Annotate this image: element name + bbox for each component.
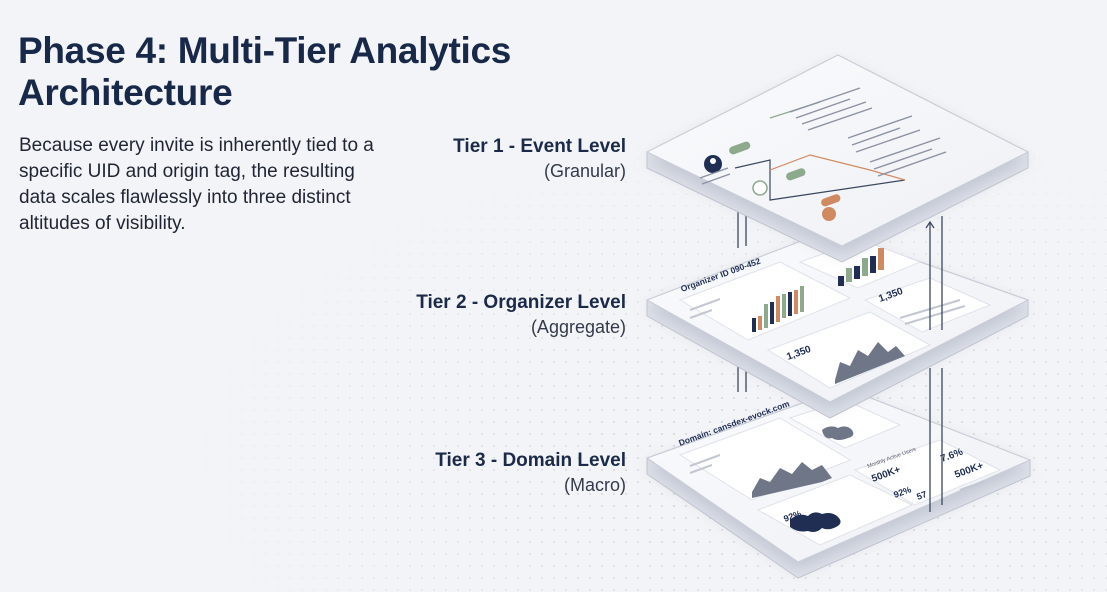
tier-2-area-chart (835, 342, 905, 384)
tier-3-panel-kpi (853, 439, 1002, 506)
tier-3-layer: Domain: cansdex-evock.com Monthly Active… (645, 387, 1032, 579)
tier-3-area-chart (752, 462, 832, 498)
status-pill-green (729, 141, 751, 155)
tier-1-sub: (Granular) (543, 161, 626, 181)
tier-1-name: Tier 1 - Event Level (453, 136, 626, 157)
tier-2-bar (776, 296, 780, 322)
tier-2-panel-kpi (863, 277, 992, 333)
tier-2-top-bar (862, 258, 868, 276)
tier-2-panel-area (766, 311, 932, 389)
status-pill-orange (821, 194, 841, 207)
tier-2-label: Tier 2 - Organizer Level (Aggregate) (416, 291, 626, 339)
tier-1-label: Tier 1 - Event Level (Granular) (453, 135, 626, 183)
tier-2-top-bar (878, 248, 884, 270)
tier-1-slab-top (645, 54, 1030, 247)
tier-3-panel-chart (678, 417, 852, 501)
tier-2-bar (788, 292, 792, 316)
check-in-icon (752, 180, 768, 196)
tier-3-label: Tier 3 - Domain Level (Macro) (435, 449, 626, 497)
tier-2-top-bar (854, 266, 860, 279)
tier-3-sub: (Macro) (564, 475, 626, 495)
tier-2-bar (764, 304, 768, 328)
tier-2-top-bar (846, 268, 852, 282)
tier-2-bar (770, 302, 774, 324)
tier-3-world-map-top (822, 426, 854, 440)
tier-2-slab-top (645, 229, 1030, 403)
tier-2-layer: Organizer ID 090-452 1,350 1,350 (645, 229, 1030, 419)
tier-2-top-bar-chart (838, 248, 884, 286)
tier-2-bar (782, 294, 786, 318)
tier-3-name: Tier 3 - Domain Level (435, 450, 626, 471)
status-pill-green-2 (786, 168, 806, 181)
user-avatar-head (710, 158, 716, 164)
response-icon (822, 207, 836, 221)
tier-1-layer (645, 54, 1030, 263)
tier-2-top-bar (838, 276, 844, 286)
tier-2-top-bar (870, 256, 876, 273)
tier-1-json-lines (699, 87, 947, 185)
tier-2-bar (794, 290, 798, 314)
tier-2-bar (752, 318, 756, 332)
tier-3-placeholder-lines (689, 454, 986, 491)
slide-body: Because every invite is inherently tied … (19, 135, 374, 234)
tier-2-panel-bars (678, 261, 852, 341)
tier-3-small-value: 57 (915, 489, 928, 502)
slide-title-line2: Architecture (18, 72, 233, 113)
tier-3-world-map (790, 512, 841, 532)
slide-title: Phase 4: Multi-Tier Analytics Architectu… (18, 30, 511, 114)
tier-2-bar (800, 286, 804, 312)
tier-2-sub: (Aggregate) (530, 317, 626, 337)
tier-2-bar (758, 316, 762, 330)
tier-2-name: Tier 2 - Organizer Level (416, 292, 626, 313)
tier-2-bar-chart (752, 286, 804, 332)
slide-title-line1: Phase 4: Multi-Tier Analytics (18, 30, 512, 71)
